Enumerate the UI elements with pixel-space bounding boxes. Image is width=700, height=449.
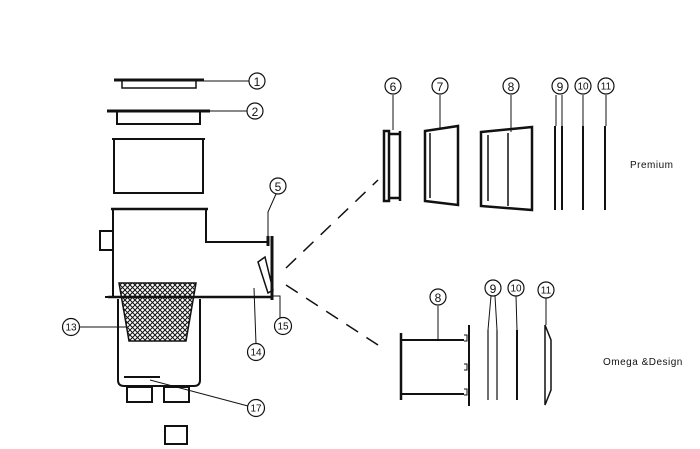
svg-text:7: 7 bbox=[437, 80, 444, 94]
callout-14: 14 bbox=[246, 342, 266, 362]
premium-label: Premium bbox=[630, 160, 674, 171]
part-13-basket bbox=[118, 282, 197, 342]
leader-lines bbox=[79, 80, 607, 407]
svg-text:9: 9 bbox=[557, 80, 564, 94]
svg-text:9: 9 bbox=[490, 282, 497, 296]
svg-text:1: 1 bbox=[254, 75, 261, 89]
callout-17: 17 bbox=[246, 398, 266, 418]
callout-omega-11: 11 bbox=[537, 281, 555, 299]
svg-text:11: 11 bbox=[541, 286, 552, 297]
callout-premium-6: 6 bbox=[384, 77, 402, 95]
callout-2: 2 bbox=[246, 102, 264, 120]
svg-text:14: 14 bbox=[250, 348, 262, 359]
callout-premium-9: 9 bbox=[551, 77, 569, 95]
svg-text:8: 8 bbox=[508, 80, 515, 94]
svg-text:10: 10 bbox=[510, 284, 522, 295]
callout-premium-8: 8 bbox=[502, 77, 520, 95]
callout-premium-7: 7 bbox=[431, 77, 449, 95]
premium-parts bbox=[382, 124, 606, 212]
svg-text:15: 15 bbox=[277, 322, 289, 333]
callout-omega-9: 9 bbox=[484, 279, 502, 297]
callout-premium-10: 10 bbox=[574, 77, 592, 95]
callout-omega-8: 8 bbox=[429, 288, 447, 306]
callout-omega-10: 10 bbox=[507, 279, 525, 297]
omega-parts bbox=[399, 324, 552, 406]
svg-text:5: 5 bbox=[275, 180, 282, 194]
callout-15: 15 bbox=[273, 316, 293, 336]
part-2-ring bbox=[107, 109, 210, 125]
omega-design-label: Omega &Design bbox=[603, 357, 683, 368]
callout-5: 5 bbox=[269, 177, 287, 195]
callout-1: 1 bbox=[248, 72, 266, 90]
extension-collar bbox=[112, 138, 205, 194]
svg-text:17: 17 bbox=[250, 404, 262, 415]
svg-text:11: 11 bbox=[601, 82, 612, 93]
svg-text:10: 10 bbox=[577, 82, 589, 93]
projection-lines bbox=[285, 179, 379, 346]
callout-premium-11: 11 bbox=[597, 77, 615, 95]
callout-13: 13 bbox=[61, 317, 81, 337]
part-1-lid bbox=[114, 78, 204, 89]
svg-text:2: 2 bbox=[252, 105, 259, 119]
svg-text:6: 6 bbox=[390, 80, 397, 94]
svg-text:13: 13 bbox=[65, 323, 77, 334]
svg-text:8: 8 bbox=[435, 291, 442, 305]
